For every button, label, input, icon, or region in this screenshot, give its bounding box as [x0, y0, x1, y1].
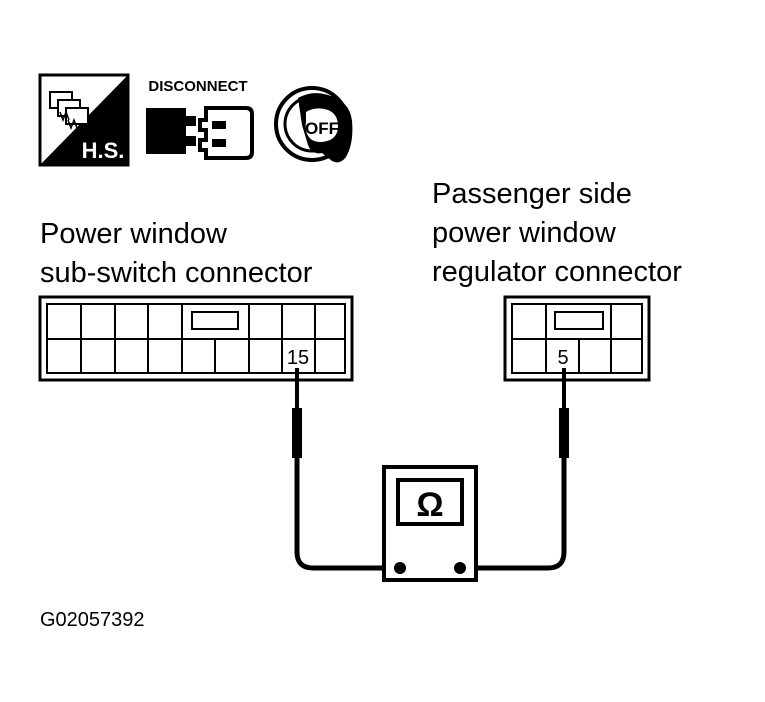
left-probe-lead — [292, 368, 400, 571]
ignition-icon-text: OFF — [305, 119, 339, 138]
disconnect-connector-icon: DISCONNECT — [146, 78, 254, 160]
figure-id: G02057392 — [40, 609, 145, 631]
right-connector: 5 — [503, 295, 651, 382]
meter-terminal-left — [394, 562, 406, 574]
right-connector-label-line1: Passenger side — [432, 178, 632, 210]
right-connector-label-line3: regulator connector — [432, 256, 682, 288]
harness-icon-text: H.S. — [82, 138, 125, 163]
right-connector-label-line2: power window — [432, 217, 617, 249]
left-connector-label-line2: sub-switch connector — [40, 257, 313, 289]
left-connector-label-line1: Power window — [40, 218, 228, 250]
left-connector: 15 — [38, 295, 354, 382]
ignition-key-off-icon: OFF — [274, 86, 353, 163]
right-terminal-number: 5 — [557, 347, 568, 369]
harness-connector-icon: H.S. — [38, 73, 130, 167]
left-terminal-number: 15 — [287, 347, 309, 369]
meter-terminal-right — [454, 562, 466, 574]
right-probe-lead — [460, 368, 569, 571]
ohmmeter: Ω — [382, 465, 478, 582]
ohm-symbol: Ω — [416, 486, 443, 524]
disconnect-icon-text: DISCONNECT — [148, 78, 247, 95]
